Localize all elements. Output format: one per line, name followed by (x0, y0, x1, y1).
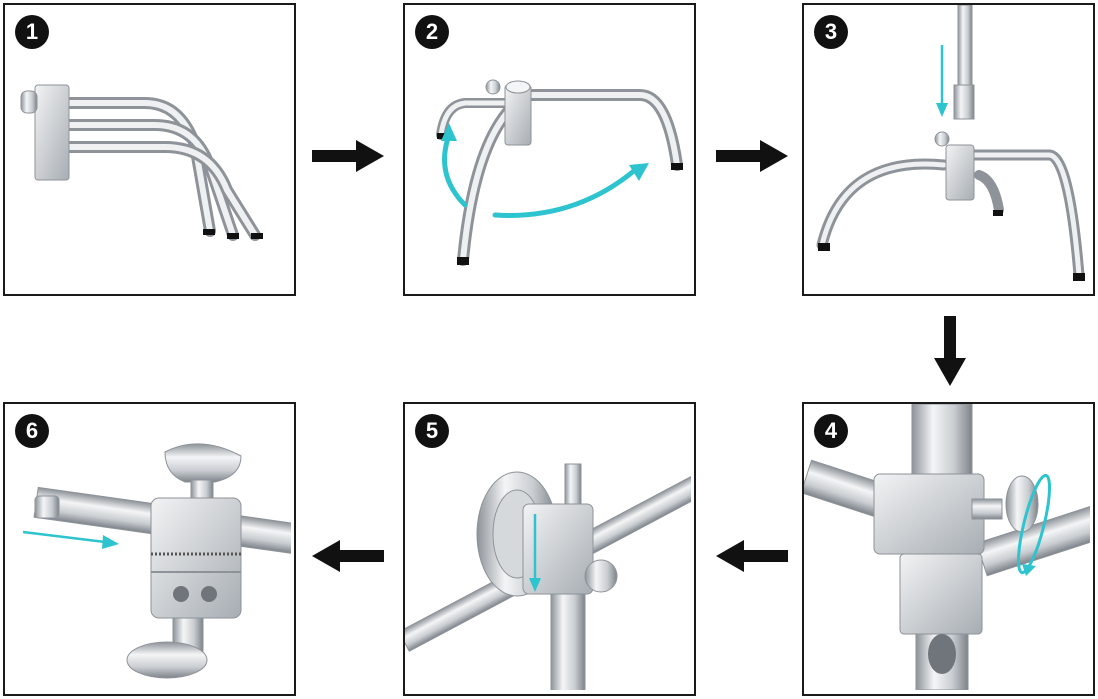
arrow-icon (312, 540, 384, 572)
step-3-panel: 3 (802, 3, 1095, 296)
arrow-icon (312, 140, 384, 172)
attach-head-illustration (405, 404, 691, 690)
arrow-icon (716, 540, 788, 572)
motion-arrow-icon (23, 532, 105, 542)
step-2-panel: 2 (403, 3, 696, 296)
step-1-panel: 1 (3, 3, 296, 296)
unfold-legs-illustration (405, 5, 691, 291)
arrow-icon (716, 140, 788, 172)
tighten-knob-illustration (804, 404, 1090, 690)
step-number-badge: 3 (814, 15, 848, 49)
step-5-panel: 5 (403, 402, 696, 696)
folded-legs-illustration (5, 5, 291, 291)
insert-pole-illustration (804, 5, 1090, 291)
step-number-badge: 1 (15, 15, 49, 49)
step-number-badge: 2 (415, 15, 449, 49)
grip-head-illustration (5, 404, 291, 690)
step-number-badge: 4 (814, 414, 848, 448)
step-4-panel: 4 (802, 402, 1095, 696)
arrow-icon (934, 316, 966, 386)
step-number-badge: 5 (415, 414, 449, 448)
step-6-panel: 6 (3, 402, 296, 696)
step-number-badge: 6 (15, 414, 49, 448)
